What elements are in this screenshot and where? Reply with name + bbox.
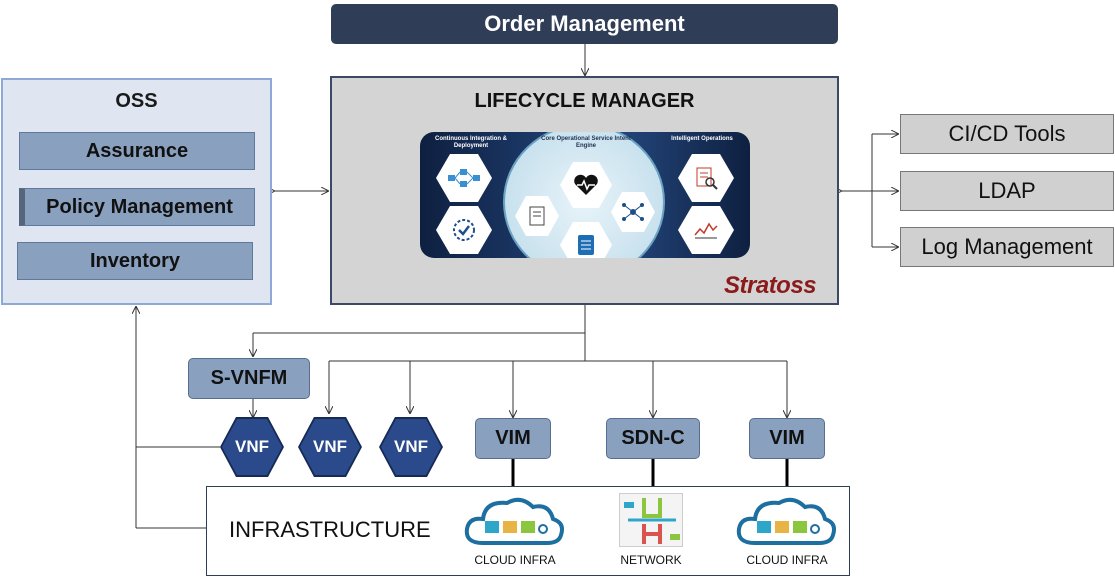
infrastructure-label: INFRASTRUCTURE — [229, 517, 431, 542]
vim-label: VIM — [769, 427, 805, 449]
ci-cd-tools-box[interactable]: CI/CD Tools — [900, 114, 1114, 154]
tool-label: CI/CD Tools — [948, 121, 1066, 146]
vnf-node[interactable]: VNF — [381, 419, 441, 475]
oss-item-label: Policy Management — [46, 195, 233, 218]
cloud-infra-icon — [736, 497, 836, 545]
lifecycle-manager-title: LIFECYCLE MANAGER — [474, 90, 695, 112]
oss-item-policy-management[interactable]: Policy Management — [19, 188, 255, 226]
cloud-infra-caption: CLOUD INFRA — [746, 553, 828, 567]
intelligent-operations-heading: Intelligent Operations — [671, 136, 733, 142]
vim-box[interactable]: VIM — [749, 418, 825, 459]
oss-item-label: Assurance — [85, 139, 189, 162]
certification-check-icon — [436, 206, 492, 254]
vim-label: VIM — [495, 427, 531, 449]
vim-box[interactable]: VIM — [475, 418, 551, 459]
cloud-infra-caption: CLOUD INFRA — [474, 553, 556, 567]
sdn-c-box[interactable]: SDN-C — [606, 418, 700, 459]
tool-label: Log Management — [921, 234, 1093, 259]
heart-monitor-icon — [560, 162, 612, 208]
ldap-box[interactable]: LDAP — [900, 171, 1114, 211]
vnf-node[interactable]: VNF — [300, 419, 360, 475]
stratoss-logo: Stratoss — [724, 272, 817, 299]
tool-label: LDAP — [978, 178, 1036, 203]
diagnostics-icon — [678, 154, 734, 202]
infrastructure-panel: INFRASTRUCTURE CLOUD INFRA NETWORK CLOUD… — [206, 486, 850, 576]
sdn-c-label: SDN-C — [621, 427, 685, 449]
oss-item-inventory[interactable]: Inventory — [17, 242, 253, 280]
order-management-label: Order Management — [484, 11, 685, 36]
network-icon — [619, 493, 683, 547]
core-engine-circle: Core Operational Service Intent Engine — [503, 132, 665, 258]
intent-engine-icon — [560, 222, 612, 258]
order-management-box[interactable]: Order Management — [331, 4, 838, 44]
vnf-label: VNF — [235, 437, 269, 456]
network-caption: NETWORK — [620, 553, 682, 567]
ci-cd-heading: Continuous Integration & Deployment — [435, 136, 507, 149]
core-engine-heading: Core Operational Service Intent Engine — [541, 136, 631, 149]
s-vnfm-box[interactable]: S-VNFM — [188, 358, 310, 399]
analytics-chart-icon — [678, 206, 734, 254]
vnf-label: VNF — [394, 437, 428, 456]
vnf-node[interactable]: VNF — [222, 419, 282, 475]
vnf-label: VNF — [313, 437, 347, 456]
oss-item-label: Inventory — [89, 249, 181, 272]
s-vnfm-label: S-VNFM — [210, 367, 288, 389]
workflow-design-icon — [436, 154, 492, 202]
oss-panel: OSS Assurance Policy Management Inventor… — [1, 78, 272, 305]
oss-title: OSS — [115, 90, 158, 112]
document-icon — [515, 196, 559, 236]
oss-item-assurance[interactable]: Assurance — [19, 132, 255, 170]
cloud-infra-icon — [464, 497, 564, 545]
lifecycle-platform-graphic: Continuous Integration & Deployment Inte… — [420, 132, 750, 258]
log-management-box[interactable]: Log Management — [900, 227, 1114, 267]
lifecycle-manager-panel: LIFECYCLE MANAGER Continuous Integration… — [330, 76, 839, 305]
topology-icon — [611, 192, 655, 232]
